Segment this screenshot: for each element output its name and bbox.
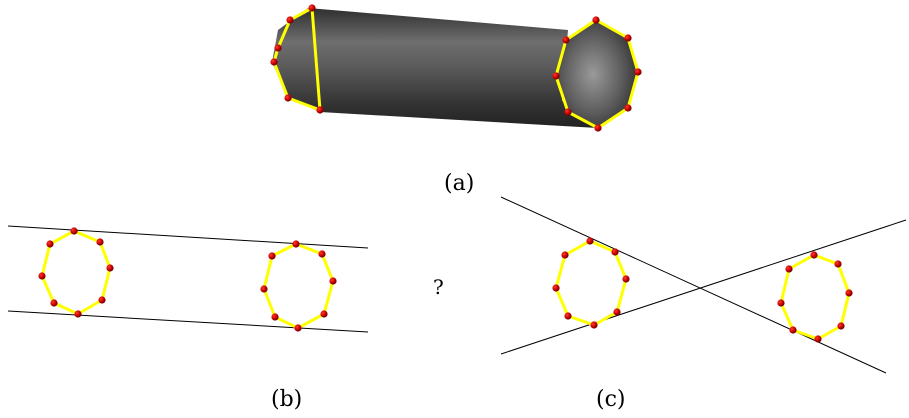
- vertex-dot: [268, 252, 276, 260]
- right-end-polygon: [552, 16, 642, 132]
- vertex-dot: [586, 237, 594, 245]
- tube-body: [272, 8, 598, 128]
- vertex-dot: [38, 272, 46, 280]
- vertex-dot: [320, 310, 328, 318]
- vertex-dot: [845, 289, 853, 297]
- vertex-dot: [624, 104, 632, 112]
- vertex-dot: [96, 238, 104, 246]
- caption-b: (b): [271, 387, 302, 412]
- vertex-dot: [814, 335, 822, 343]
- vertex-dot: [590, 321, 598, 329]
- octagon-b-left: [38, 227, 114, 318]
- vertex-dot: [318, 250, 326, 258]
- top-line-b: [7, 225, 369, 249]
- caption-a: (a): [444, 171, 474, 196]
- vertex-dot: [286, 16, 294, 24]
- vertex-dot: [564, 108, 572, 116]
- panel-b-parallel: [7, 225, 369, 333]
- vertex-dot: [284, 94, 292, 102]
- vertex-dot: [834, 260, 842, 268]
- vertex-dot: [106, 264, 114, 272]
- vertex-dot: [308, 4, 316, 12]
- question-mark: ?: [433, 275, 444, 299]
- vertex-dot: [46, 240, 54, 248]
- ascending-line-c: [500, 219, 907, 355]
- bottom-line-b: [7, 310, 369, 333]
- vertex-dot: [837, 322, 845, 330]
- left-end-polygon: [270, 4, 324, 114]
- vertex-dot: [777, 299, 785, 307]
- vertex-dot: [292, 240, 300, 248]
- octagon-b-right: [260, 240, 337, 332]
- vertex-dot: [260, 285, 268, 293]
- caption-c: (c): [596, 387, 626, 412]
- vertex-dot: [562, 36, 570, 44]
- vertex-dot: [98, 296, 106, 304]
- vertex-dot: [810, 251, 818, 259]
- tube-opening: [556, 20, 638, 128]
- panel-c-crossing: [500, 196, 907, 374]
- octagon-c-left: [552, 237, 630, 329]
- vertex-dot: [294, 324, 302, 332]
- vertex-dot: [789, 326, 797, 334]
- vertex-dot: [624, 34, 632, 42]
- vertex-dot: [552, 72, 560, 80]
- vertex-dot: [274, 44, 282, 52]
- vertex-dot: [785, 265, 793, 273]
- descending-line-c: [500, 196, 887, 374]
- vertex-dot: [592, 16, 600, 24]
- vertex-dot: [564, 312, 572, 320]
- vertex-dot: [50, 299, 58, 307]
- vertex-dot: [611, 248, 619, 256]
- vertex-dot: [74, 310, 82, 318]
- vertex-dot: [613, 308, 621, 316]
- vertex-dot: [561, 251, 569, 259]
- vertex-dot: [329, 277, 337, 285]
- vertex-dot: [271, 313, 279, 321]
- vertex-dot: [316, 106, 324, 114]
- vertex-dot: [594, 124, 602, 132]
- vertex-dot: [634, 68, 642, 76]
- panel-a-tube: [270, 4, 642, 132]
- vertex-dot: [552, 284, 560, 292]
- vertex-dot: [270, 58, 278, 66]
- vertex-dot: [622, 275, 630, 283]
- octagon-c-right: [777, 251, 853, 343]
- vertex-dot: [70, 227, 78, 235]
